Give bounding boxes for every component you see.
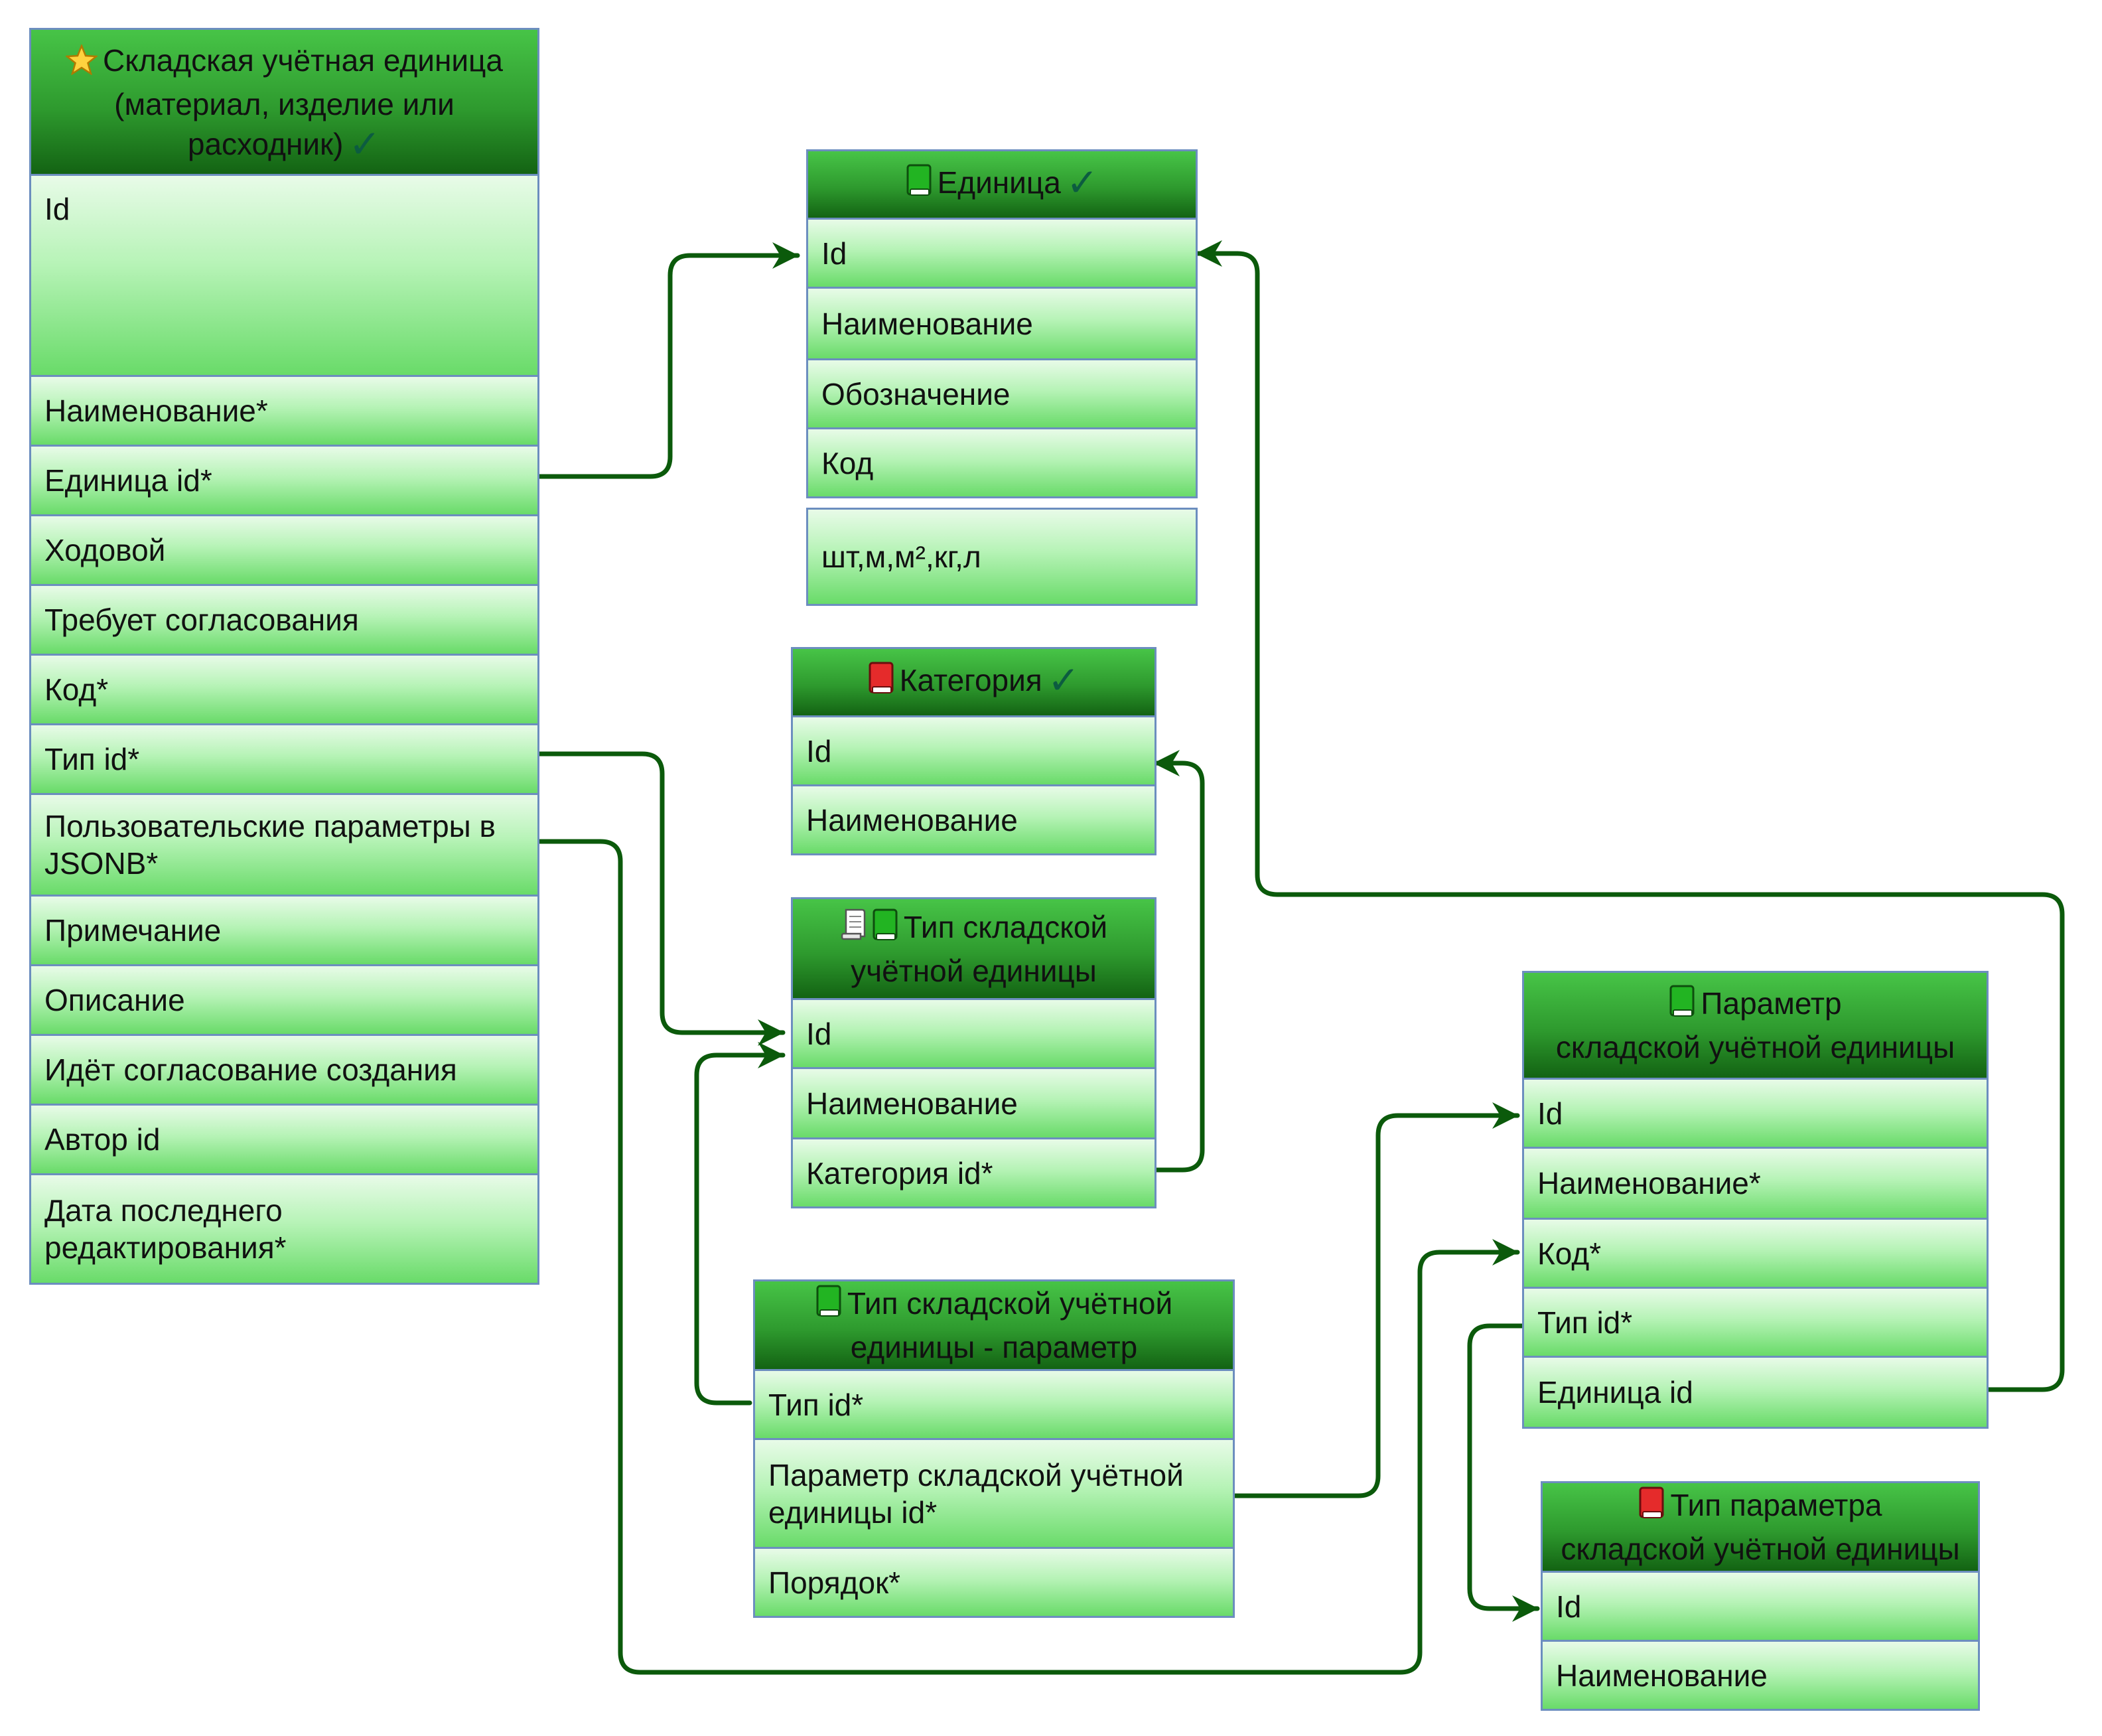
checkmark-icon: ✓ (1066, 161, 1099, 204)
field-note[interactable]: Примечание (29, 897, 539, 966)
star-icon (64, 43, 99, 84)
field-name[interactable]: Наименование (791, 786, 1156, 855)
entity-title-line: складской учётной единицы (1555, 1030, 1955, 1064)
field-category-id[interactable]: Категория id* (791, 1139, 1156, 1208)
red-book-icon (868, 662, 894, 704)
field-creation-approval[interactable]: Идёт согласование создания (29, 1036, 539, 1106)
green-book-icon (872, 908, 898, 951)
field-name[interactable]: Наименование (806, 289, 1198, 360)
field-order[interactable]: Порядок* (753, 1549, 1235, 1618)
entity-header[interactable]: Тип параметра складской учётной единицы (1541, 1481, 1980, 1573)
field-id[interactable]: Id (29, 176, 539, 377)
field-code[interactable]: Код* (29, 656, 539, 725)
entity-title-line: (материал, изделие или (114, 86, 455, 121)
green-book-icon (815, 1285, 842, 1327)
checkmark-icon: ✓ (348, 122, 382, 166)
entity-title-line: Складская учётная единица (103, 42, 503, 78)
entity-title-line: расходник) (187, 126, 344, 161)
entity-header[interactable]: Категория✓ (791, 647, 1156, 717)
entity-title-line: Тип складской учётной (847, 1286, 1173, 1321)
field-param-id[interactable]: Параметр складской учётной единицы id* (753, 1440, 1235, 1549)
field-description[interactable]: Описание (29, 966, 539, 1036)
entity-title-line: Параметр (1701, 986, 1842, 1021)
field-code[interactable]: Код (806, 429, 1198, 498)
field-type-id[interactable]: Тип id* (753, 1371, 1235, 1440)
field-custom-params[interactable]: Пользовательские параметры в JSONB* (29, 795, 539, 897)
entity-title-line: складской учётной единицы (1561, 1532, 1960, 1566)
field-type-id[interactable]: Тип id* (29, 725, 539, 795)
field-fast-moving[interactable]: Ходовой (29, 516, 539, 586)
field-id[interactable]: Id (791, 1000, 1156, 1069)
edge-item-unit (535, 242, 800, 479)
entity-title-line: учётной единицы (851, 953, 1097, 988)
entity-header[interactable]: Параметр складской учётной единицы (1522, 971, 1989, 1080)
checkmark-icon: ✓ (1047, 659, 1080, 702)
field-type-id[interactable]: Тип id* (1522, 1289, 1989, 1358)
entity-title-line: единицы - параметр (850, 1330, 1138, 1364)
field-last-edited[interactable]: Дата последнего редактирования* (29, 1175, 539, 1285)
entity-title-line: Единица (937, 165, 1061, 200)
edge-param-paramtype (1467, 1323, 1540, 1622)
field-code[interactable]: Код* (1522, 1220, 1989, 1289)
edge-param-unit (1194, 240, 2065, 1392)
field-requires-approval[interactable]: Требует согласования (29, 586, 539, 656)
field-designation[interactable]: Обозначение (806, 360, 1198, 429)
entity-header[interactable]: Складская учётная единица (материал, изд… (29, 28, 539, 176)
edge-typeparam-type (694, 1042, 786, 1406)
entity-title-line: Тип параметра (1670, 1488, 1882, 1522)
field-id[interactable]: Id (1541, 1573, 1980, 1642)
edge-item-type (535, 751, 786, 1046)
edge-typeparam-param (1230, 1102, 1520, 1498)
scroll-icon (840, 907, 867, 951)
field-name[interactable]: Наименование (791, 1069, 1156, 1139)
field-name[interactable]: Наименование* (1522, 1149, 1989, 1220)
green-book-icon (1669, 985, 1695, 1027)
field-author-id[interactable]: Автор id (29, 1106, 539, 1175)
field-name[interactable]: Наименование* (29, 377, 539, 447)
entity-header[interactable]: Тип складской учётной единицы (791, 897, 1156, 1000)
entity-title-line: Тип складской (903, 909, 1108, 944)
field-unit-id[interactable]: Единица id (1522, 1358, 1989, 1429)
unit-examples-note: шт,м,м²,кг,л (806, 508, 1198, 606)
entity-header[interactable]: Единица✓ (806, 149, 1198, 220)
green-book-icon (906, 164, 932, 206)
field-name[interactable]: Наименование (1541, 1642, 1980, 1711)
edge-type-category (1151, 750, 1205, 1173)
entity-title-line: Категория (899, 663, 1042, 697)
field-id[interactable]: Id (791, 717, 1156, 786)
field-id[interactable]: Id (806, 220, 1198, 289)
red-book-icon (1638, 1486, 1665, 1529)
field-unit-id[interactable]: Единица id* (29, 447, 539, 516)
entity-header[interactable]: Тип складской учётной единицы - параметр (753, 1279, 1235, 1371)
edge-item-param-code (535, 839, 1520, 1675)
field-id[interactable]: Id (1522, 1080, 1989, 1149)
